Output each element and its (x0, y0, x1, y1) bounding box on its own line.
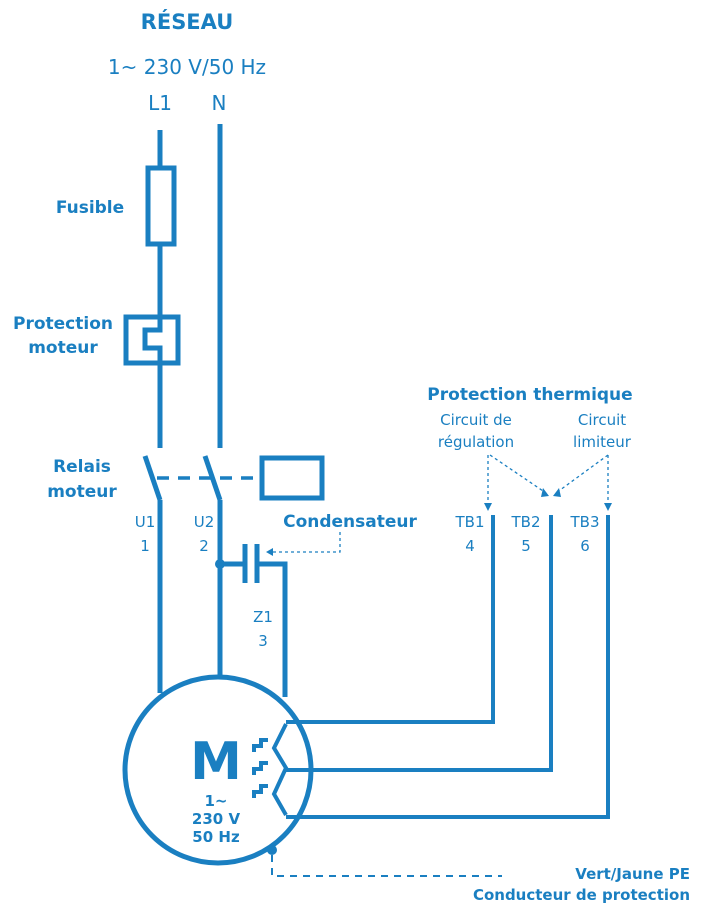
n-label: N (212, 91, 227, 115)
thermal-pointers (484, 454, 612, 511)
motor-symbol (122, 674, 314, 866)
terminal-u2: U2 (194, 513, 215, 531)
terminal-u1-num: 1 (140, 537, 150, 555)
terminal-z1-num: 3 (258, 632, 268, 650)
terminal-tb2-num: 5 (521, 537, 531, 555)
regulation-label-1: Circuit de (440, 411, 512, 429)
limiter-label-2: limiteur (573, 433, 632, 451)
fuse-symbol (145, 165, 177, 247)
terminal-z1: Z1 (253, 608, 273, 626)
network-supply: 1~ 230 V/50 Hz (108, 55, 266, 79)
pe-wire (271, 855, 502, 877)
capacitor-pointer (268, 532, 341, 553)
capacitor-arrow (266, 548, 273, 556)
thermal-switches (271, 723, 289, 816)
motor-voltage: 230 V (192, 810, 241, 828)
thermal-wires (286, 515, 610, 819)
fuse-label: Fusible (56, 198, 124, 218)
relay-label-1: Relais (53, 457, 111, 477)
limiter-label-1: Circuit (578, 411, 626, 429)
motor-protection-label-1: Protection (13, 314, 113, 334)
heater-elements (252, 738, 268, 798)
relay-label-2: moteur (47, 482, 117, 502)
motor-protection-label-2: moteur (28, 338, 98, 358)
pe-label-1: Vert/Jaune PE (575, 865, 690, 883)
motor-protection-symbol (123, 314, 181, 366)
l1-label: L1 (148, 91, 172, 115)
terminal-tb1-num: 4 (465, 537, 475, 555)
terminal-tb3: TB3 (570, 513, 600, 531)
terminal-tb1: TB1 (455, 513, 485, 531)
thermal-title: Protection thermique (427, 385, 632, 405)
motor-frequency: 50 Hz (192, 828, 240, 846)
motor-letter: M (190, 732, 242, 792)
pe-label-2: Conducteur de protection (473, 886, 690, 904)
terminal-u1: U1 (135, 513, 156, 531)
pe-connection-point (267, 845, 277, 855)
regulation-label-2: régulation (438, 433, 514, 451)
capacitor-symbol (215, 544, 288, 697)
motor-phase: 1~ (204, 792, 227, 810)
capacitor-label: Condensateur (283, 512, 417, 532)
terminal-tb2: TB2 (511, 513, 541, 531)
terminal-u2-num: 2 (199, 537, 209, 555)
relay-contacts (142, 455, 325, 501)
terminal-tb3-num: 6 (580, 537, 590, 555)
network-title: RÉSEAU (141, 9, 234, 34)
